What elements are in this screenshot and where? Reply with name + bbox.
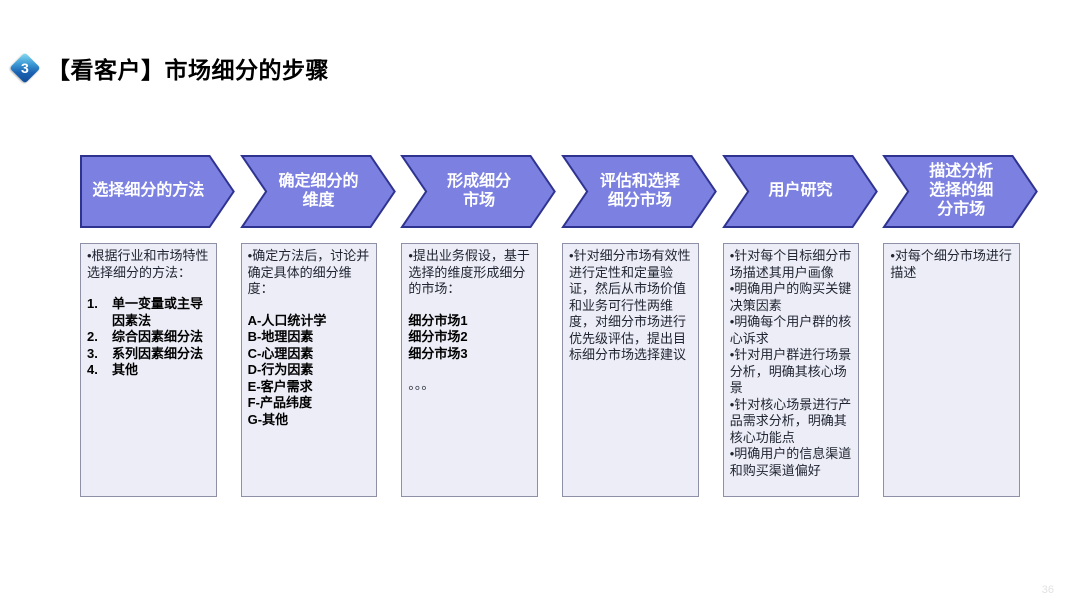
flow-step: 用户研究 •针对每个目标细分市场描述其用户画像•明确用户的购买关键决策因素•明确… [723, 155, 860, 497]
box-line: B-地理因素 [247, 329, 314, 344]
chevron-arrow-shape [80, 155, 235, 228]
step-arrow: 描述分析 选择的细 分市场 [883, 155, 1038, 228]
step-arrow: 评估和选择 细分市场 [562, 155, 717, 228]
box-line: •针对核心场景进行产品需求分析，明确其核心功能点 [729, 396, 852, 445]
chevron-arrow-shape [723, 155, 878, 228]
box-line: 细分市场3 [408, 345, 468, 361]
step-box: •针对细分市场有效性进行定性和定量验证，然后从市场价值和业务可行性两维度，对细分… [562, 243, 699, 497]
arrow-label: 描述分析 选择的细 分市场 [929, 163, 994, 218]
chevron-arrow-shape [241, 155, 396, 228]
section-number-badge: 3 [9, 52, 41, 84]
step-box: •根据行业和市场特性选择细分的方法： 1. 单一变量或主导因素法 2. 综合因素细分法 3… [80, 243, 217, 497]
badge-number: 3 [21, 60, 29, 77]
arrow-label: 形成细分 市场 [447, 172, 512, 209]
step-arrow: 用户研究 [723, 155, 878, 228]
numbered-item: 2. 综合因素细分法 [87, 329, 210, 346]
step-box: •对每个细分市场进行描述 [883, 243, 1021, 497]
numbered-item: 3. 系列因素细分法 [87, 346, 210, 363]
box-line: •针对用户群进行场景分析，明确其核心场景 [729, 347, 852, 395]
step-arrow: 选择细分的方法 [80, 155, 235, 228]
flow-step: 评估和选择 细分市场 •针对细分市场有效性进行定性和定量验证，然后从市场价值和业… [562, 155, 699, 497]
item-number: 2. [87, 329, 98, 344]
item-text: 系列因素细分法 [112, 345, 204, 361]
step-box: •针对每个目标细分市场描述其用户画像•明确用户的购买关键决策因素•明确每个用户群… [722, 243, 860, 497]
page-title: 【看客户】市场细分的步骤 [47, 57, 329, 84]
box-paragraph: •根据行业和市场特性选择细分的方法： [87, 248, 209, 280]
box-line: G-其他 [247, 411, 289, 427]
arrow-label: 用户研究 [768, 182, 833, 200]
box-line: C-心理因素 [247, 345, 314, 361]
page-number: 36 [1041, 584, 1054, 596]
item-text: 单一变量或主导因素法 [112, 296, 204, 328]
step-arrow: 形成细分 市场 [401, 155, 556, 228]
box-line: E-客户需求 [247, 378, 313, 394]
box-line: •明确每个用户群的核心诉求 [729, 314, 852, 346]
box-line: •针对每个目标细分市场描述其用户画像 [729, 248, 852, 280]
box-line: 细分市场2 [408, 329, 468, 344]
arrow-label: 评估和选择 细分市场 [599, 172, 680, 209]
spacer [408, 298, 531, 313]
arrow-label: 确定细分的 维度 [278, 172, 359, 209]
box-line: 细分市场1 [408, 312, 468, 328]
box-paragraph: •针对细分市场有效性进行定性和定量验证，然后从市场价值和业务可行性两维度，对细分… [569, 248, 691, 362]
flow-step: 描述分析 选择的细 分市场 •对每个细分市场进行描述 [883, 155, 1020, 497]
step-arrow: 确定细分的 维度 [241, 155, 396, 228]
box-line: D-行为因素 [247, 362, 314, 377]
box-line: F-产品纬度 [247, 395, 312, 410]
chevron-arrow-shape [883, 155, 1038, 228]
item-number: 3. [87, 345, 98, 361]
spacer [408, 362, 531, 377]
box-line: A-人口统计学 [247, 312, 327, 328]
box-paragraph: •提出业务假设，基于选择的维度形成细分的市场： [408, 248, 530, 296]
item-text: 综合因素细分法 [112, 329, 204, 344]
spacer [87, 281, 210, 296]
item-text: 其他 [112, 362, 139, 377]
box-paragraph: 。。。 [408, 377, 435, 392]
item-number: 4. [87, 362, 98, 377]
numbered-item: 4. 其他 [87, 362, 210, 379]
box-paragraph: •对每个细分市场进行描述 [890, 248, 1012, 280]
item-number: 1. [87, 296, 98, 311]
box-line: •明确用户的购买关键决策因素 [729, 281, 852, 313]
chevron-arrow-shape [562, 155, 717, 228]
slide-header: 3 【看客户】市场细分的步骤 [9, 36, 329, 101]
numbered-item: 1. 单一变量或主导因素法 [87, 296, 210, 329]
chevron-arrow-shape [401, 155, 556, 228]
arrow-label: 选择细分的方法 [92, 182, 205, 200]
box-line: •明确用户的信息渠道和购买渠道偏好 [729, 446, 852, 478]
box-paragraph: •确定方法后，讨论并确定具体的细分维度： [247, 248, 370, 296]
spacer [248, 298, 371, 313]
